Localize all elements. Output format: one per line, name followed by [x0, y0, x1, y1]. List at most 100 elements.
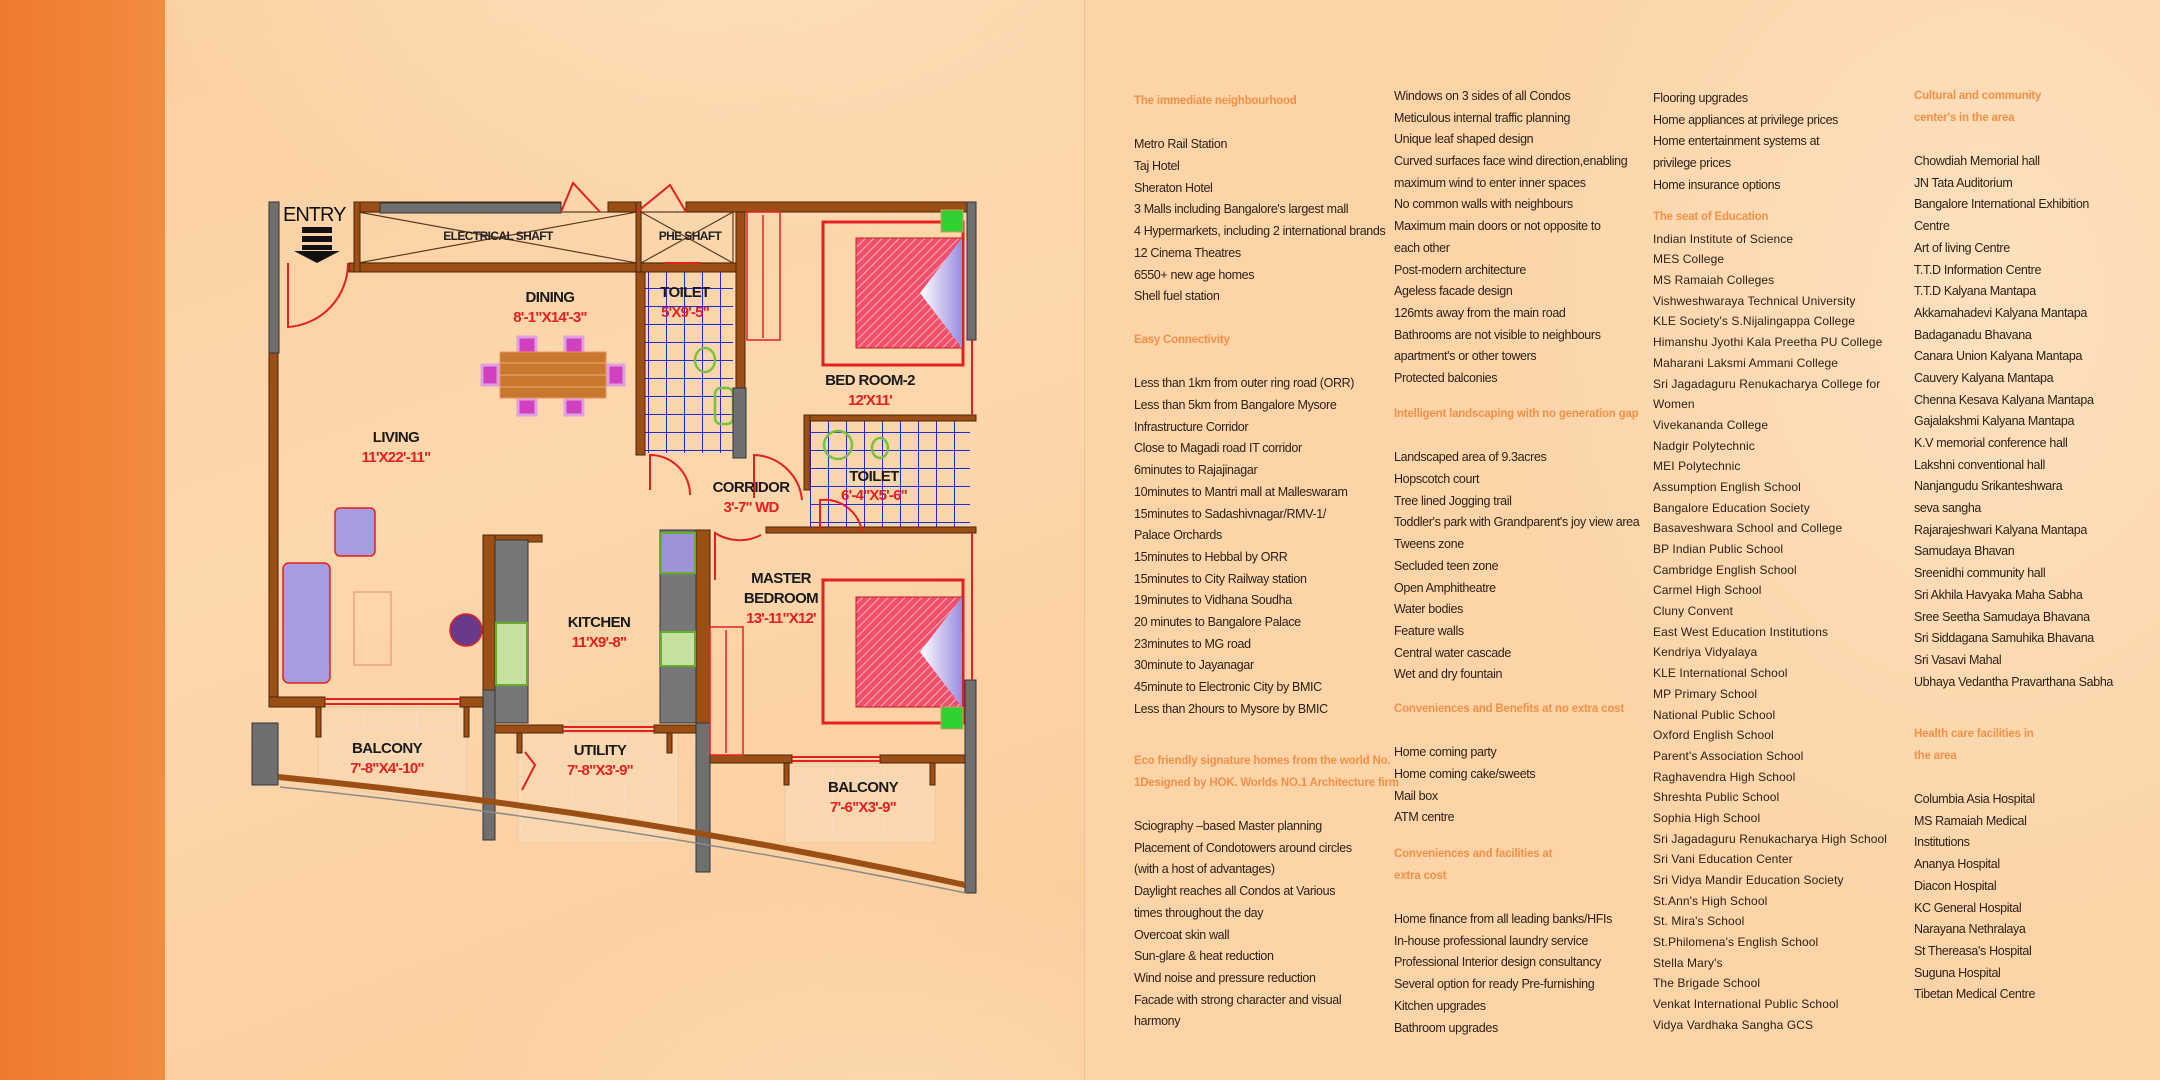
amenity-list-item: Unique leaf shaped design: [1394, 132, 1534, 147]
amenity-list-item: Wind noise and pressure reduction: [1134, 970, 1316, 985]
amenity-list-item: T.T.D Kalyana Mantapa: [1914, 284, 2036, 299]
amenity-list-item: Cluny Convent: [1653, 604, 1734, 619]
amenity-list-item: Samudaya Bhavan: [1914, 544, 2015, 559]
amenity-list-item: Home finance from all leading banks/HFIs: [1394, 912, 1613, 927]
amenity-list-item: Assumption English School: [1653, 479, 1801, 494]
section-heading: The immediate neighbourhood: [1134, 95, 1297, 107]
amenity-list-item: KLE Society's S.Nijalingappa College: [1653, 314, 1856, 329]
amenity-list-item: Sri Siddagana Samuhika Bhavana: [1914, 631, 2094, 646]
amenity-list-item: Metro Rail Station: [1134, 137, 1228, 152]
amenity-list-item: 30minute to Jayanagar: [1134, 658, 1254, 673]
amenity-list-item: Infrastructure Corridor: [1134, 419, 1249, 434]
amenity-list-item: Sri Jagadaguru Renukacharya High School: [1653, 831, 1888, 846]
section-heading: Cultural and community: [1914, 90, 2042, 102]
amenity-list-item: Home insurance options: [1653, 177, 1781, 192]
amenity-list-item: T.T.D Information Centre: [1914, 262, 2042, 277]
amenity-section: Conveniences and Benefits at no extra co…: [1394, 699, 1624, 829]
amenity-list-item: Feature walls: [1394, 623, 1464, 638]
amenity-list-item: Indian Institute of Science: [1653, 231, 1794, 246]
amenity-list-item: Cauvery Kalyana Mantapa: [1914, 370, 2054, 385]
amenity-list-item: Post-modern architecture: [1394, 262, 1526, 277]
amenity-list-item: Sreenidhi community hall: [1914, 566, 2046, 581]
amenity-list-item: MS Ramaiah Medical: [1914, 813, 2027, 828]
amenity-section: Intelligent landscaping with no generati…: [1394, 404, 1640, 686]
amenity-list-item: Shell fuel station: [1134, 289, 1220, 304]
toilet-fixtures: [693, 346, 890, 461]
amenity-list-item: Placement of Condotowers around circles: [1134, 840, 1352, 855]
wardrobes: [709, 211, 781, 756]
corridor-dims: 3'-7" WD: [723, 499, 779, 516]
amenity-list-item: MES College: [1653, 252, 1725, 267]
amenity-list-item: 4 Hypermarkets, including 2 internationa…: [1134, 224, 1386, 239]
toilet-2-dims: 6'-4"X5'-6": [841, 487, 908, 504]
balcony-1-dims: 7'-8"X4'-10": [350, 760, 424, 777]
section-heading: extra cost: [1394, 869, 1447, 882]
amenity-list-item: Maximum main doors or not opposite to: [1394, 219, 1601, 234]
amenity-list-item: Sun-glare & heat reduction: [1134, 949, 1274, 964]
amenity-list-item: Hopscotch court: [1394, 472, 1480, 487]
amenity-list-item: Canara Union Kalyana Mantapa: [1914, 349, 2083, 364]
section-heading: The seat of Education: [1653, 211, 1769, 223]
amenity-list-item: MP Primary School: [1653, 686, 1758, 701]
amenity-list-item: harmony: [1134, 1014, 1181, 1029]
master-bedroom-dims: 13'-11"X12': [746, 610, 816, 627]
amenity-list-item: Rajarajeshwari Kalyana Mantapa: [1914, 522, 2087, 537]
amenity-list-item: 19minutes to Vidhana Soudha: [1134, 593, 1292, 608]
electrical-shaft-label: ELECTRICAL SHAFT: [443, 229, 554, 243]
amenity-list-item: KLE International School: [1653, 666, 1788, 681]
amenity-list-item: ATM centre: [1394, 810, 1455, 825]
amenity-list-item: Parent's Association School: [1653, 748, 1804, 763]
amenity-list-item: maximum wind to enter inner spaces: [1394, 175, 1586, 190]
dining-dims: 8'-1"X14'-3": [513, 309, 587, 326]
amenity-list-item: BP Indian Public School: [1653, 542, 1784, 556]
floor-plan: ENTRY ELECTRICAL SHAFT PHE SHAFT DINING …: [251, 181, 977, 894]
amenity-list-item: Tibetan Medical Centre: [1914, 987, 2036, 1002]
amenity-list-item: Sri Vasavi Mahal: [1914, 652, 2002, 667]
amenity-list-item: 3 Malls including Bangalore's largest ma…: [1134, 202, 1349, 217]
amenity-list-item: Oxford English School: [1653, 728, 1774, 743]
amenity-list-item: Less than 5km from Bangalore Mysore: [1134, 398, 1337, 413]
amenity-list-item: Institutions: [1914, 835, 1970, 850]
amenity-list-item: Wet and dry fountain: [1394, 667, 1503, 682]
amenity-list-item: Toddler's park with Grandparent's joy vi…: [1394, 515, 1640, 530]
section-heading: Conveniences and Benefits at no extra co…: [1394, 703, 1624, 715]
living-label: LIVING: [373, 429, 419, 446]
amenity-list-item: Taj Hotel: [1134, 159, 1180, 174]
kitchen-fixtures: [495, 532, 696, 686]
amenity-list-item: Palace Orchards: [1134, 528, 1222, 543]
amenity-list-item: Sri Akhila Havyaka Maha Sabha: [1914, 587, 2083, 602]
amenity-list-item: Protected balconies: [1394, 370, 1498, 385]
amenity-list-item: Daylight reaches all Condos at Various: [1134, 884, 1336, 899]
kitchen-dims: 11'X9'-8": [572, 634, 627, 651]
amenity-list-item: Art of living Centre: [1914, 240, 2010, 255]
section-heading: Intelligent landscaping with no generati…: [1394, 408, 1639, 420]
utility-label: UTILITY: [574, 742, 627, 759]
amenity-list-item: Chowdiah Memorial hall: [1914, 154, 2040, 169]
amenity-list-item: Chenna Kesava Kalyana Mantapa: [1914, 392, 2094, 407]
amenity-list-item: Curved surfaces face wind direction,enab…: [1394, 154, 1628, 169]
amenity-list-item: Kitchen upgrades: [1394, 998, 1486, 1013]
amenity-list-item: Sheraton Hotel: [1134, 180, 1213, 195]
amenity-list-item: Close to Magadi road IT corridor: [1134, 441, 1302, 456]
entry-label: ENTRY: [283, 204, 346, 226]
bed-master: [821, 578, 965, 730]
amenity-list-item: KC General Hospital: [1914, 900, 2022, 915]
toilet-2-floor: [810, 421, 970, 527]
amenity-section: Eco friendly signature homes from the wo…: [1134, 751, 1399, 1033]
windows: [325, 181, 973, 762]
amenity-list-item: The Brigade School: [1653, 976, 1761, 991]
dining-label: DINING: [526, 289, 575, 306]
amenity-list-item: Central water cascade: [1394, 645, 1512, 660]
amenity-list-item: Secluded teen zone: [1394, 558, 1499, 573]
amenity-list-item: Water bodies: [1394, 602, 1463, 617]
amenity-list-item: Basaveshwara School and College: [1653, 521, 1843, 536]
amenity-list-item: Venkat International Public School: [1653, 997, 1839, 1012]
amenity-list-item: Home appliances at privilege prices: [1653, 112, 1839, 127]
kitchen-label: KITCHEN: [568, 614, 630, 631]
amenity-list-item: Women: [1653, 397, 1695, 412]
